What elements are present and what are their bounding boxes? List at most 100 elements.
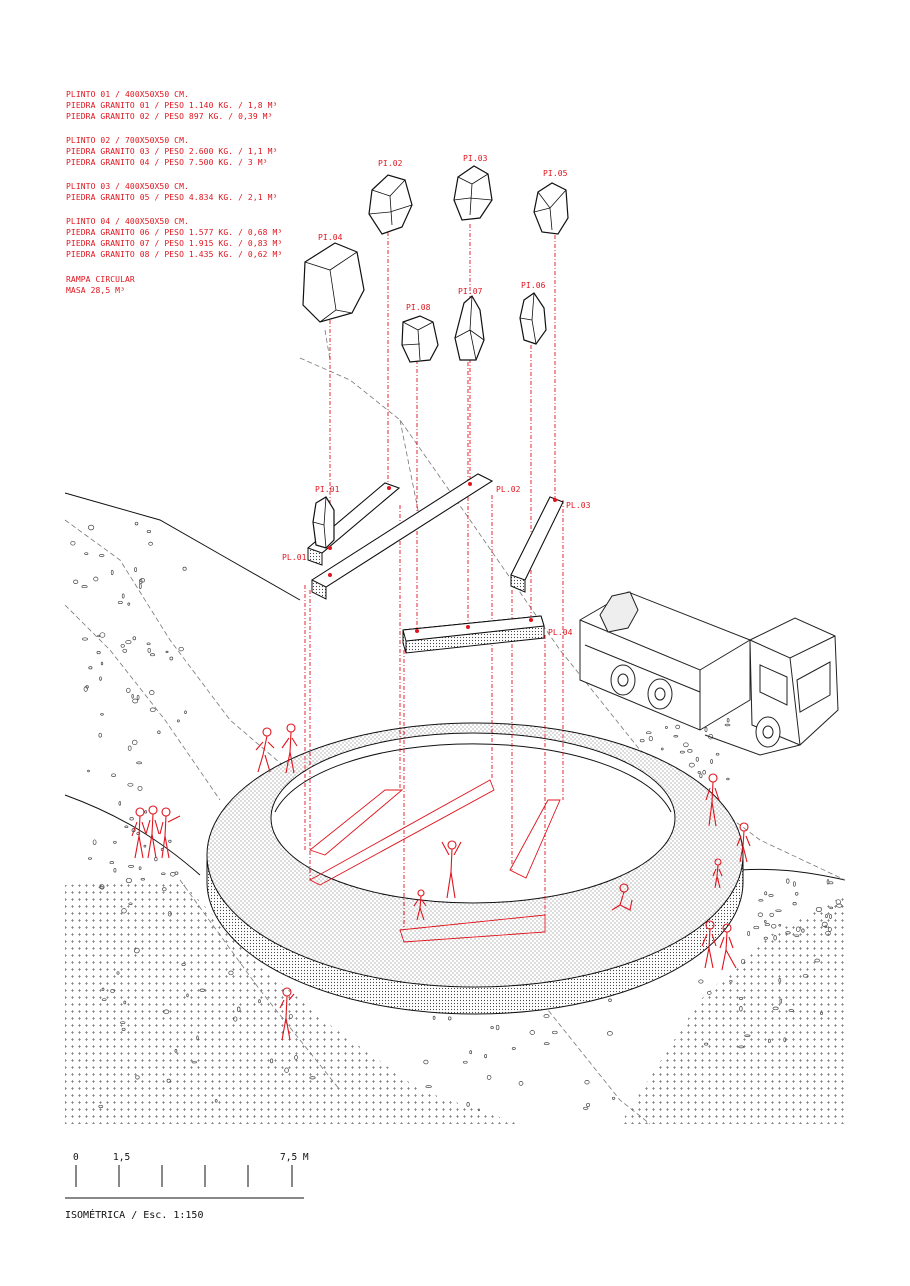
label-pl01: PL.01 xyxy=(282,553,307,562)
pebble xyxy=(829,906,834,910)
pebble xyxy=(228,970,234,976)
person xyxy=(413,889,427,921)
plinth-footprints xyxy=(309,779,561,943)
pebble xyxy=(129,817,134,821)
pebble xyxy=(829,914,832,919)
pebble xyxy=(110,989,115,994)
pebble xyxy=(167,911,172,917)
pebble xyxy=(184,710,187,715)
stone-pi03 xyxy=(453,165,493,221)
pebble xyxy=(801,928,805,933)
pebble xyxy=(729,979,733,983)
pebble xyxy=(125,877,132,884)
pebble xyxy=(100,713,104,716)
pebble xyxy=(495,1024,500,1031)
pebble xyxy=(170,872,176,877)
pebble xyxy=(715,752,720,756)
pebble xyxy=(687,749,693,753)
pebble xyxy=(704,727,708,733)
pebble xyxy=(191,1060,197,1064)
pebble xyxy=(710,759,713,764)
pebble xyxy=(778,978,782,983)
pebble xyxy=(432,1015,436,1020)
pebble xyxy=(199,988,206,992)
pebble xyxy=(836,903,843,908)
pebble xyxy=(135,1075,140,1080)
pebble xyxy=(161,872,166,875)
pebble xyxy=(121,1027,126,1031)
pebble xyxy=(99,676,102,681)
pebble xyxy=(98,1104,104,1109)
pebble xyxy=(88,524,95,531)
pebble xyxy=(744,1034,751,1037)
pebble xyxy=(177,719,180,723)
person xyxy=(131,807,147,859)
label-pi05: PI.05 xyxy=(543,169,568,178)
pebble xyxy=(825,930,831,936)
pebble xyxy=(763,936,768,940)
pebble xyxy=(775,909,782,912)
pebble xyxy=(168,839,172,843)
legend-plinto04-line: PIEDRA GRANITO 07 / PESO 1.915 KG. / 0,8… xyxy=(66,239,282,248)
pebble xyxy=(113,840,117,844)
pebble xyxy=(118,800,122,806)
pebble xyxy=(144,810,148,814)
pebble xyxy=(764,919,767,923)
person xyxy=(719,923,737,971)
pebble xyxy=(87,769,90,773)
person xyxy=(145,805,160,859)
pebble xyxy=(772,1006,779,1011)
legend-rampa-title: RAMPA CIRCULAR xyxy=(66,275,135,284)
pebble xyxy=(136,831,141,836)
pebble xyxy=(814,958,820,963)
pebble xyxy=(768,1038,771,1044)
pebble xyxy=(773,935,777,941)
pebble xyxy=(133,947,140,954)
pebble xyxy=(768,894,774,897)
legend-plinto04-title: PLINTO 04 / 400X50X50 CM. xyxy=(66,217,189,226)
pebble xyxy=(826,879,830,885)
pebble xyxy=(673,735,679,738)
pebble xyxy=(586,1102,591,1107)
person xyxy=(159,807,181,859)
scale-label-end: 7,5 M xyxy=(280,1152,309,1163)
pebble xyxy=(165,650,169,654)
pebble xyxy=(121,593,125,599)
pebble xyxy=(608,998,612,1002)
pebble xyxy=(294,1055,298,1060)
pebble xyxy=(124,825,129,829)
stone-pi08 xyxy=(401,315,439,363)
plinths xyxy=(307,473,564,654)
stone-pi05 xyxy=(533,182,569,235)
pebble xyxy=(116,971,120,975)
pebble xyxy=(128,865,135,868)
legend-block: PLINTO 01 / 400X50X50 CM. PIEDRA GRANITO… xyxy=(66,90,282,295)
scale-label-mid: 1,5 xyxy=(113,1152,130,1163)
pebble xyxy=(99,554,105,557)
pebble xyxy=(178,646,184,652)
pebble xyxy=(92,839,97,845)
pebble xyxy=(757,912,764,917)
pebble xyxy=(764,923,770,927)
label-pi07: PI.07 xyxy=(458,287,483,296)
person xyxy=(705,773,720,827)
pebble xyxy=(120,643,125,648)
pebble xyxy=(70,540,76,546)
pebble xyxy=(127,745,132,751)
stone-pi01 xyxy=(312,496,335,549)
legend-plinto01-line: PIEDRA GRANITO 02 / PESO 897 KG. / 0,39 … xyxy=(66,112,273,121)
legend-plinto03-title: PLINTO 03 / 400X50X50 CM. xyxy=(66,182,189,191)
pebble xyxy=(137,785,143,791)
pebble xyxy=(288,1013,293,1019)
drawing-caption: ISOMÉTRICA / Esc. 1:150 xyxy=(65,1208,203,1221)
pebble xyxy=(113,867,117,873)
pebble xyxy=(486,1074,492,1080)
legend-plinto01-title: PLINTO 01 / 400X50X50 CM. xyxy=(66,90,189,99)
pebble xyxy=(186,993,189,998)
plinth-labels: PL.01 PL.02 PL.03 PL.04 xyxy=(282,485,591,637)
circular-ramp xyxy=(206,722,744,1015)
pebble xyxy=(101,998,107,1001)
pebble xyxy=(149,690,155,696)
pebble xyxy=(795,891,799,896)
pebble xyxy=(131,739,138,746)
